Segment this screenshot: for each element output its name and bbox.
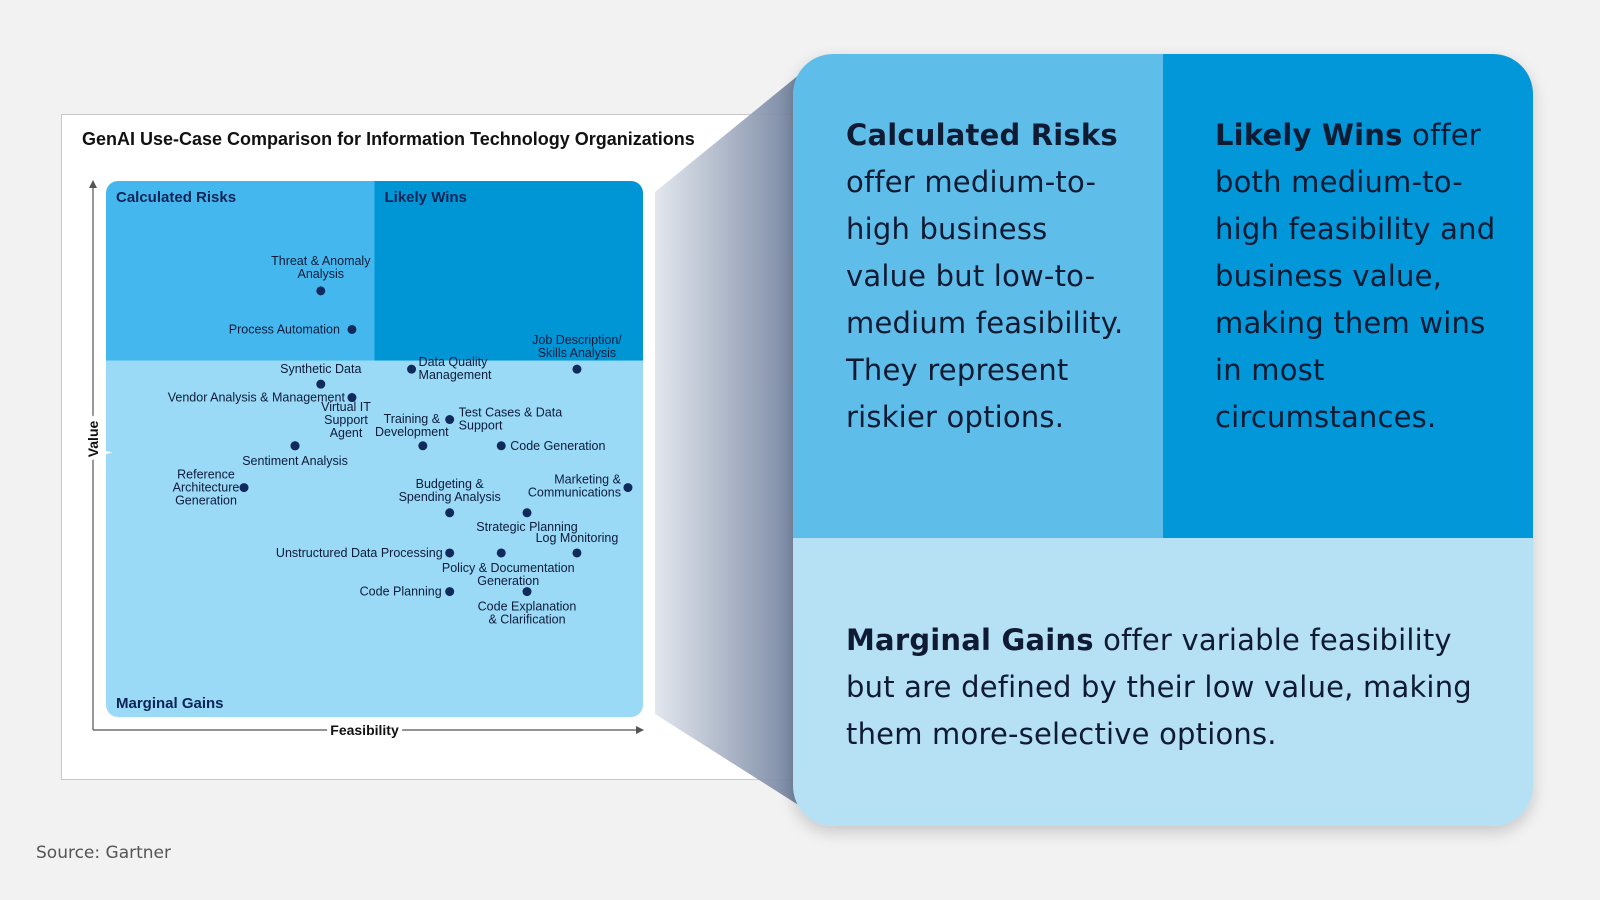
- data-point-label: Code Explanation& Clarification: [478, 600, 577, 627]
- data-point-label: Log Monitoring: [536, 531, 619, 545]
- callout-cr-title: Calculated Risks: [846, 118, 1118, 152]
- data-point: [418, 441, 428, 451]
- x-axis-arrow: [636, 726, 644, 734]
- quadrant-backgrounds: [106, 181, 643, 717]
- data-point-label: Job Description/Skills Analysis: [532, 333, 622, 360]
- data-point: [522, 587, 532, 597]
- data-point-label: Training &Development: [375, 412, 449, 439]
- data-point: [445, 587, 455, 597]
- data-point: [445, 548, 455, 558]
- data-point-label: Synthetic Data: [280, 362, 361, 376]
- callout-mg-text: offer variable feasibility but are defin…: [846, 623, 1472, 751]
- data-point-label: Strategic Planning: [476, 520, 578, 534]
- data-point: [623, 483, 633, 493]
- quadrant-likely-wins: [374, 181, 643, 361]
- quadrant-callout: Calculated Risks offer medium-to-high bu…: [793, 54, 1533, 826]
- data-point: [572, 364, 582, 374]
- data-point-label: Unstructured Data Processing: [276, 546, 443, 560]
- data-point: [239, 483, 249, 493]
- callout-marginal-gains: Marginal Gains offer variable feasibilit…: [793, 538, 1533, 826]
- source-note: Source: Gartner: [36, 843, 171, 863]
- data-point: [445, 415, 455, 425]
- callout-calculated-risks: Calculated Risks offer medium-to-high bu…: [793, 54, 1163, 538]
- data-point: [496, 548, 506, 558]
- quadrant-label-likely-wins: Likely Wins: [385, 189, 467, 206]
- data-point: [445, 508, 455, 518]
- callout-cr-text: offer medium-to-high business value but …: [846, 165, 1124, 434]
- data-point: [496, 441, 506, 451]
- callout-likely-wins: Likely Wins offer both medium-to-high fe…: [1163, 54, 1533, 538]
- data-point-label: Code Planning: [360, 585, 442, 599]
- quadrant-label-marginal-gains: Marginal Gains: [116, 695, 224, 712]
- data-point: [290, 441, 300, 451]
- data-point: [316, 379, 326, 389]
- data-point: [347, 393, 357, 403]
- callout-mg-title: Marginal Gains: [846, 623, 1094, 657]
- data-point-label: Process Automation: [229, 322, 340, 336]
- data-point-label: Budgeting &Spending Analysis: [399, 477, 501, 504]
- data-point-label: Vendor Analysis & Management: [168, 391, 346, 405]
- data-point-label: Code Generation: [510, 439, 605, 453]
- data-point: [522, 508, 532, 518]
- callout-lw-title: Likely Wins: [1215, 118, 1403, 152]
- data-point: [407, 364, 417, 374]
- chart-title: GenAI Use-Case Comparison for Informatio…: [82, 129, 695, 149]
- data-point-label: Marketing &Communications: [528, 473, 622, 500]
- quadrant-label-calculated-risks: Calculated Risks: [116, 189, 236, 206]
- y-axis-arrow: [89, 180, 97, 188]
- callout-lw-text: offer both medium-to-high feasibility an…: [1215, 118, 1496, 434]
- data-point: [572, 548, 582, 558]
- quadrant-marginal-gains: [106, 360, 643, 717]
- data-point: [347, 324, 357, 334]
- data-point-label: Sentiment Analysis: [242, 454, 348, 468]
- quadrant-calculated-risks: [106, 181, 375, 361]
- data-point: [316, 286, 326, 296]
